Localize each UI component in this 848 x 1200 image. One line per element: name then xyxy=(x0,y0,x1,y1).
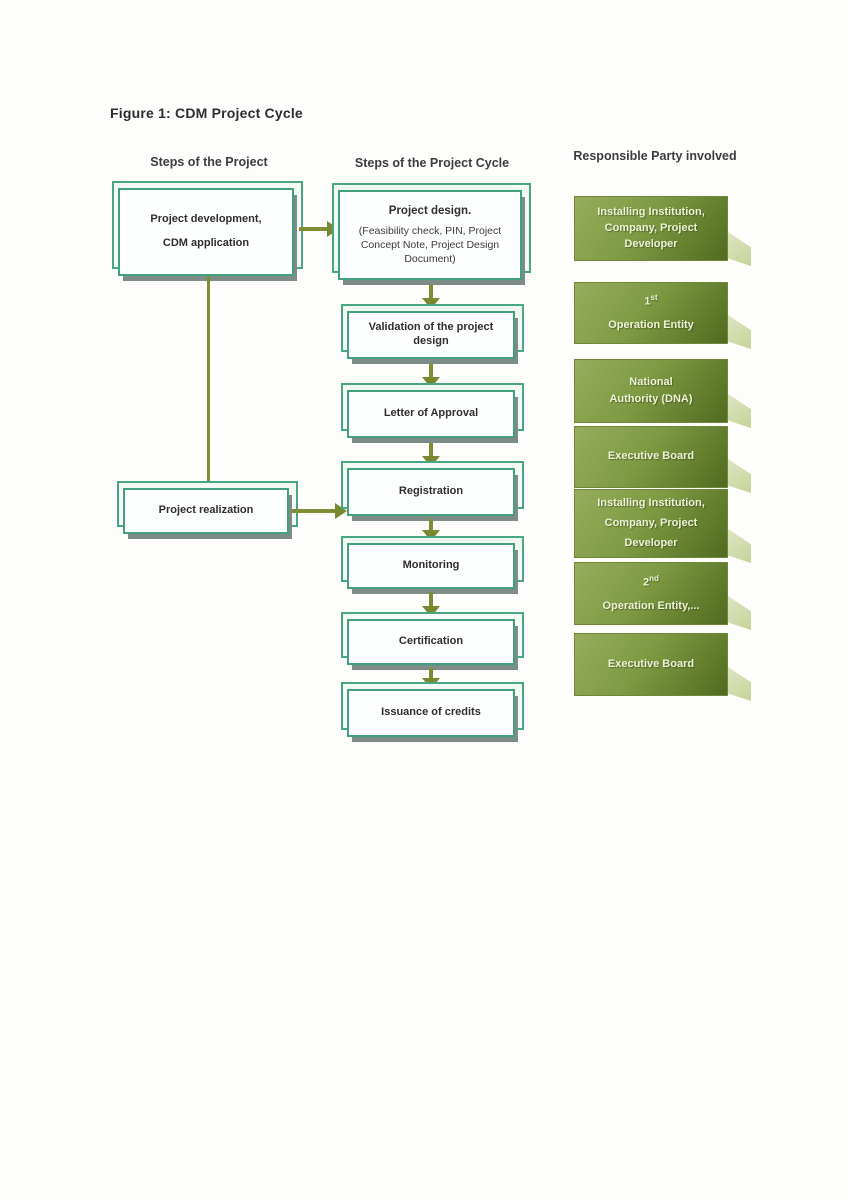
box-face: Monitoring xyxy=(347,543,515,589)
box-project-realization: Project realization xyxy=(117,481,298,534)
arrow-realization-to-registration-stem xyxy=(292,509,335,513)
box-validation: Validation of the project design xyxy=(341,304,524,359)
box-text-line: Issuance of credits xyxy=(381,706,481,719)
arrow-design-to-validation-stem xyxy=(429,285,433,298)
box-text-line: CDM application xyxy=(162,237,250,249)
party-text-line: Installing Institution, xyxy=(597,205,705,218)
party-box-executive-board-1: Executive Board xyxy=(574,426,751,493)
party-box-face: Installing Institution, Company, Project… xyxy=(574,196,728,261)
party-text-line: Company, Project xyxy=(604,516,698,529)
party-ordinal: 1st xyxy=(644,293,657,309)
column-header-steps-of-project: Steps of the Project xyxy=(150,155,268,169)
party-box-face: 2nd Operation Entity,... xyxy=(574,562,728,625)
box-text-line: Certification xyxy=(398,635,464,648)
party-box-face: Executive Board xyxy=(574,426,728,488)
party-box-face: Executive Board xyxy=(574,633,728,696)
party-box-3d-shadow xyxy=(728,232,751,266)
box-text-line: Validation of the project design xyxy=(368,321,494,347)
arrow-design-to-validation-head xyxy=(422,298,440,309)
party-box-installing-institution-1: Installing Institution, Company, Project… xyxy=(574,196,751,266)
box-project-design: Project design. (Feasibility check, PIN,… xyxy=(332,183,531,280)
party-box-first-operation-entity: 1st Operation Entity xyxy=(574,282,751,349)
box-issuance-of-credits: Issuance of credits xyxy=(341,682,524,737)
party-box-3d-shadow xyxy=(728,667,751,701)
arrow-monitoring-to-certification-head xyxy=(422,606,440,617)
party-text-line: Company, Project xyxy=(604,221,698,234)
party-box-face: Installing Institution, Company, Project… xyxy=(574,489,728,558)
party-text-line: Executive Board xyxy=(607,657,695,670)
party-text-line: Operation Entity,... xyxy=(602,599,700,612)
party-text-line: Executive Board xyxy=(607,450,695,463)
arrow-certification-to-issuance-stem xyxy=(429,668,433,678)
box-face: Issuance of credits xyxy=(347,689,515,737)
party-text-line: Operation Entity xyxy=(608,319,694,332)
figure-title: Figure 1: CDM Project Cycle xyxy=(110,105,303,121)
party-text-line: Developer xyxy=(624,238,678,251)
column-header-project-cycle: Steps of the Project Cycle xyxy=(354,156,510,170)
box-text-line: Project development, xyxy=(150,213,262,226)
box-face: Letter of Approval xyxy=(347,390,515,438)
party-ordinal: 2nd xyxy=(643,574,659,590)
party-box-national-authority: National Authority (DNA) xyxy=(574,359,751,428)
box-text-line: Registration xyxy=(398,485,464,498)
party-box-face: 1st Operation Entity xyxy=(574,282,728,344)
column-header-responsible-party: Responsible Party involved xyxy=(573,149,737,163)
party-box-3d-shadow xyxy=(728,459,751,493)
party-box-executive-board-2: Executive Board xyxy=(574,633,751,701)
party-box-3d-shadow xyxy=(728,315,751,349)
arrow-registration-to-monitoring-head xyxy=(422,530,440,541)
box-letter-of-approval: Letter of Approval xyxy=(341,383,524,438)
ordinal-number: 2 xyxy=(643,576,650,589)
party-text-line: Developer xyxy=(624,537,678,550)
box-face: Project development, CDM application xyxy=(118,188,294,276)
box-face: Project design. (Feasibility check, PIN,… xyxy=(338,190,522,280)
arrow-development-to-design-stem xyxy=(299,227,327,231)
ordinal-suffix: st xyxy=(650,293,658,303)
arrow-validation-to-approval-stem xyxy=(429,364,433,377)
box-face: Validation of the project design xyxy=(347,311,515,359)
box-project-development: Project development, CDM application xyxy=(112,181,303,276)
party-box-second-operation-entity: 2nd Operation Entity,... xyxy=(574,562,751,630)
box-monitoring: Monitoring xyxy=(341,536,524,589)
party-box-installing-institution-2: Installing Institution, Company, Project… xyxy=(574,489,751,563)
box-registration: Registration xyxy=(341,461,524,516)
arrow-monitoring-to-certification-stem xyxy=(429,592,433,606)
party-text-line: Installing Institution, xyxy=(597,496,705,509)
arrow-validation-to-approval-head xyxy=(422,377,440,388)
box-face: Certification xyxy=(347,619,515,665)
ordinal-number: 1 xyxy=(644,296,651,309)
party-text-line: Authority (DNA) xyxy=(609,392,693,405)
party-box-3d-shadow xyxy=(728,394,751,428)
box-text-line: Letter of Approval xyxy=(383,407,479,420)
box-text-line: Monitoring xyxy=(402,559,460,572)
box-certification: Certification xyxy=(341,612,524,665)
arrow-approval-to-registration-stem xyxy=(429,443,433,456)
project-design-subtext: (Feasibility check, PIN, Project Concept… xyxy=(358,224,502,266)
party-box-3d-shadow xyxy=(728,529,751,563)
arrow-registration-to-monitoring-stem xyxy=(429,519,433,530)
party-text-line: National xyxy=(629,376,673,389)
box-face: Registration xyxy=(347,468,515,516)
project-design-title: Project design. xyxy=(388,204,472,217)
connector-development-to-realization xyxy=(207,276,210,488)
party-box-face: National Authority (DNA) xyxy=(574,359,728,423)
party-box-3d-shadow xyxy=(728,596,751,630)
box-text-line: Project realization xyxy=(158,504,254,517)
ordinal-suffix: nd xyxy=(649,573,659,583)
box-face: Project realization xyxy=(123,488,289,534)
